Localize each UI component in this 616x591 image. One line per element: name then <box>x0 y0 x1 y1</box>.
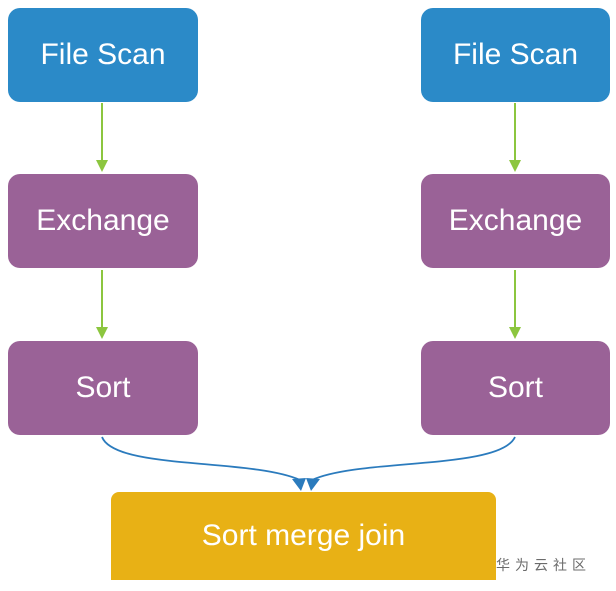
left-file-scan-node: File Scan <box>8 8 198 102</box>
watermark-text: 华为云社区 <box>496 558 591 574</box>
left-sort-node: Sort <box>8 341 198 435</box>
arrow-left-scan-to-exchange <box>96 103 108 172</box>
arrow-left-exchange-to-sort <box>96 270 108 339</box>
arrow-left-sort-to-join <box>101 436 306 491</box>
right-file-scan-label: File Scan <box>452 38 579 71</box>
right-exchange-node: Exchange <box>421 174 610 268</box>
arrow-right-sort-to-join <box>306 436 516 491</box>
sort-merge-join-label: Sort merge join <box>201 519 406 552</box>
arrow-right-exchange-to-sort <box>509 270 521 339</box>
right-sort-node: Sort <box>421 341 610 435</box>
right-exchange-label: Exchange <box>448 204 583 237</box>
right-sort-label: Sort <box>487 371 544 404</box>
left-sort-label: Sort <box>75 371 131 404</box>
left-exchange-node: Exchange <box>8 174 198 268</box>
left-exchange-label: Exchange <box>36 204 170 237</box>
left-file-scan-label: File Scan <box>40 38 166 71</box>
right-file-scan-node: File Scan <box>421 8 610 102</box>
sort-merge-join-node: Sort merge join <box>111 492 496 580</box>
arrow-right-scan-to-exchange <box>509 103 521 172</box>
